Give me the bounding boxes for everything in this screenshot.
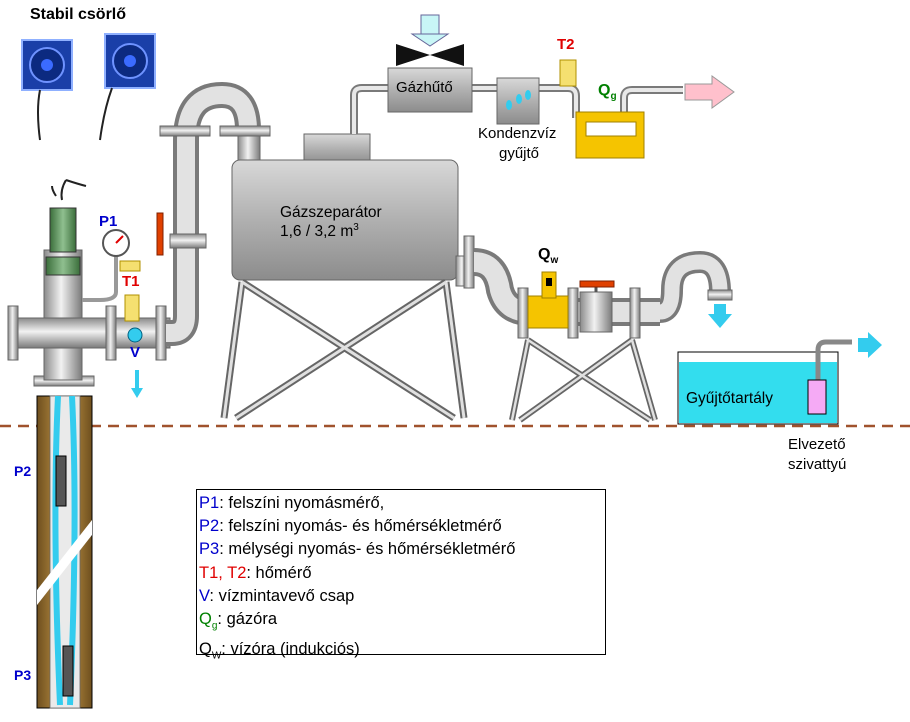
water-line — [455, 235, 733, 339]
condensate-label: gyűjtő — [499, 145, 540, 162]
legend-item: P2: felszíni nyomás- és hőmérsékletmérő — [199, 517, 502, 536]
t1-tag: T1 — [122, 273, 140, 290]
pressure-gauge-icon — [82, 229, 130, 302]
water-meter — [527, 271, 569, 329]
t2-thermometer — [559, 59, 577, 87]
t1-thermometer — [119, 260, 141, 272]
p1-tag: P1 — [99, 213, 118, 230]
water-valve-icon — [579, 280, 615, 292]
condensate-collector — [496, 77, 540, 125]
gas-cooler — [387, 14, 473, 113]
p2-sensor — [55, 455, 67, 507]
legend-item: QW: vízóra (indukciós) — [199, 639, 360, 661]
winch-reel-icon — [99, 33, 156, 141]
riser-valve-handle — [156, 212, 164, 256]
gas-line — [350, 84, 683, 134]
t1-thermometer — [124, 294, 140, 322]
qg-tag: Qg — [598, 82, 617, 103]
sampling-valve-icon — [127, 327, 143, 398]
riser-pipe — [159, 81, 271, 346]
winch-cable — [65, 179, 87, 187]
pump-label: Elvezető — [788, 436, 846, 453]
v-tag: V — [130, 344, 141, 361]
gas-outlet-arrow-icon — [684, 75, 735, 109]
winch-label: Stabil csörlő — [30, 6, 127, 23]
gas-separator — [220, 133, 468, 421]
tank-label: Gyűjtőtartály — [686, 390, 774, 407]
pump-label: szivattyú — [788, 456, 847, 473]
qw-tag: Qw — [538, 246, 559, 267]
legend-item: P3: mélységi nyomás- és hőmérsékletmérő — [199, 540, 516, 559]
separator-volume-label: 1,6 / 3,2 m3 — [280, 222, 359, 241]
t2-tag: T2 — [557, 36, 575, 53]
gas-cooler-label: Gázhűtő — [396, 79, 453, 96]
wellhead — [7, 207, 171, 387]
p3-sensor — [62, 645, 74, 697]
legend-box: P1: felszíni nyomásmérő, P2: felszíni ny… — [196, 489, 606, 661]
winch-cable — [60, 179, 67, 201]
winch-cable — [51, 185, 57, 197]
winch-reel-icon — [21, 39, 73, 141]
p3-tag: P3 — [14, 667, 32, 683]
legend-item: Qg: gázóra — [199, 610, 278, 632]
collection-tank — [677, 332, 882, 425]
water-drop-arrow-icon — [708, 304, 732, 328]
legend-item: P1: felszíni nyomásmérő, — [199, 494, 385, 512]
condensate-label: Kondenzvíz — [478, 125, 557, 142]
legend-item: T1, T2: hőmérő — [199, 563, 312, 582]
legend-item: V: vízmintavevő csap — [199, 586, 355, 605]
gas-meter — [575, 111, 645, 159]
p2-tag: P2 — [14, 463, 32, 479]
separator-label: Gázszeparátor — [280, 204, 382, 221]
meter-stand — [510, 338, 657, 422]
